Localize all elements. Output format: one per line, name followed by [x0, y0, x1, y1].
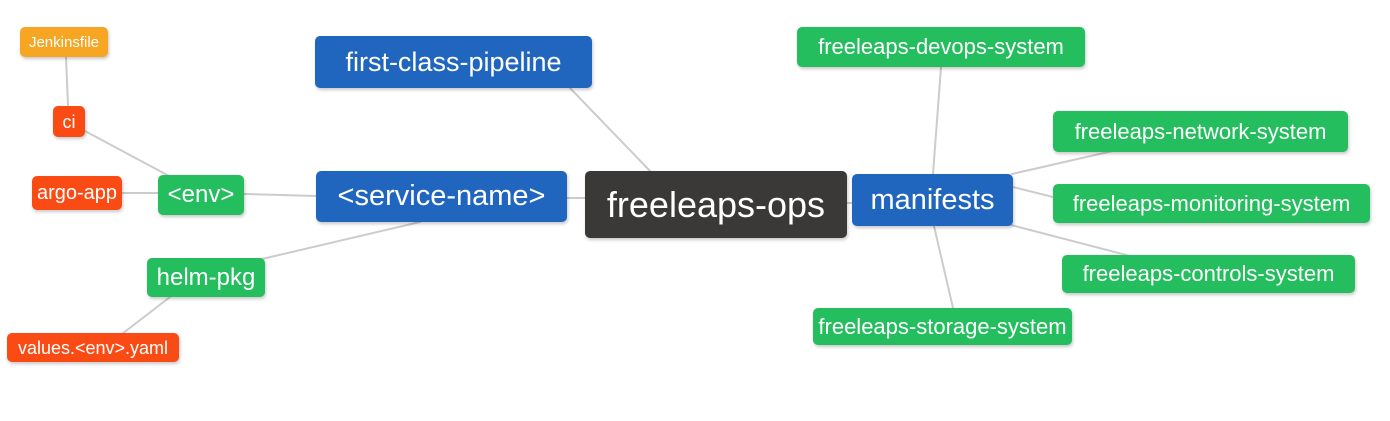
edge-service-name-to-helm-pkg: [261, 221, 421, 260]
node-label: first-class-pipeline: [345, 46, 562, 77]
edge-manifests-to-freeleaps-controls-system: [1010, 224, 1131, 257]
edge-manifests-to-freeleaps-devops-system: [932, 66, 942, 175]
edge-first-class-pipeline-to-freeleaps-ops: [569, 87, 652, 173]
node-label: freeleaps-ops: [606, 183, 826, 225]
node-label: freeleaps-controls-system: [1082, 261, 1335, 286]
node-freeleaps-controls-system[interactable]: freeleaps-controls-system: [1062, 255, 1355, 293]
node-helm-pkg[interactable]: helm-pkg: [147, 258, 265, 297]
node-manifests[interactable]: manifests: [852, 174, 1013, 226]
node-label: freeleaps-monitoring-system: [1072, 190, 1351, 216]
node-ci[interactable]: ci: [53, 106, 85, 137]
node-freeleaps-storage-system[interactable]: freeleaps-storage-system: [813, 308, 1072, 345]
node-argo-app[interactable]: argo-app: [32, 176, 122, 210]
edge-jenkinsfile-to-ci: [65, 56, 69, 107]
edge-manifests-to-freeleaps-monitoring-system: [1012, 186, 1054, 198]
node-jenkinsfile[interactable]: Jenkinsfile: [20, 27, 108, 57]
node-freeleaps-ops[interactable]: freeleaps-ops: [585, 171, 847, 238]
node-label: freeleaps-devops-system: [818, 34, 1064, 59]
edge-helm-pkg-to-values-env-yaml: [121, 296, 171, 335]
node-label: freeleaps-network-system: [1074, 118, 1327, 144]
node-first-class-pipeline[interactable]: first-class-pipeline: [315, 36, 592, 88]
edge-ci-to-env: [84, 130, 172, 178]
node-env[interactable]: <env>: [158, 175, 244, 215]
edge-manifests-to-freeleaps-network-system: [1011, 149, 1118, 175]
node-label: values.<env>.yaml: [17, 337, 169, 358]
node-label: ci: [62, 111, 76, 132]
node-label: <service-name>: [337, 180, 546, 212]
node-freeleaps-monitoring-system[interactable]: freeleaps-monitoring-system: [1053, 184, 1370, 223]
edge-manifests-to-freeleaps-storage-system: [933, 225, 954, 309]
edge-env-to-service-name: [243, 193, 317, 197]
node-freeleaps-devops-system[interactable]: freeleaps-devops-system: [797, 27, 1085, 67]
node-label: manifests: [870, 183, 995, 216]
node-service-name[interactable]: <service-name>: [316, 171, 567, 222]
node-values-env-yaml[interactable]: values.<env>.yaml: [7, 333, 179, 362]
node-label: helm-pkg: [156, 263, 256, 291]
node-label: <env>: [167, 181, 235, 208]
node-label: freeleaps-storage-system: [818, 313, 1067, 339]
node-label: Jenkinsfile: [28, 33, 100, 51]
node-label: argo-app: [36, 182, 118, 204]
node-freeleaps-network-system[interactable]: freeleaps-network-system: [1053, 111, 1348, 152]
